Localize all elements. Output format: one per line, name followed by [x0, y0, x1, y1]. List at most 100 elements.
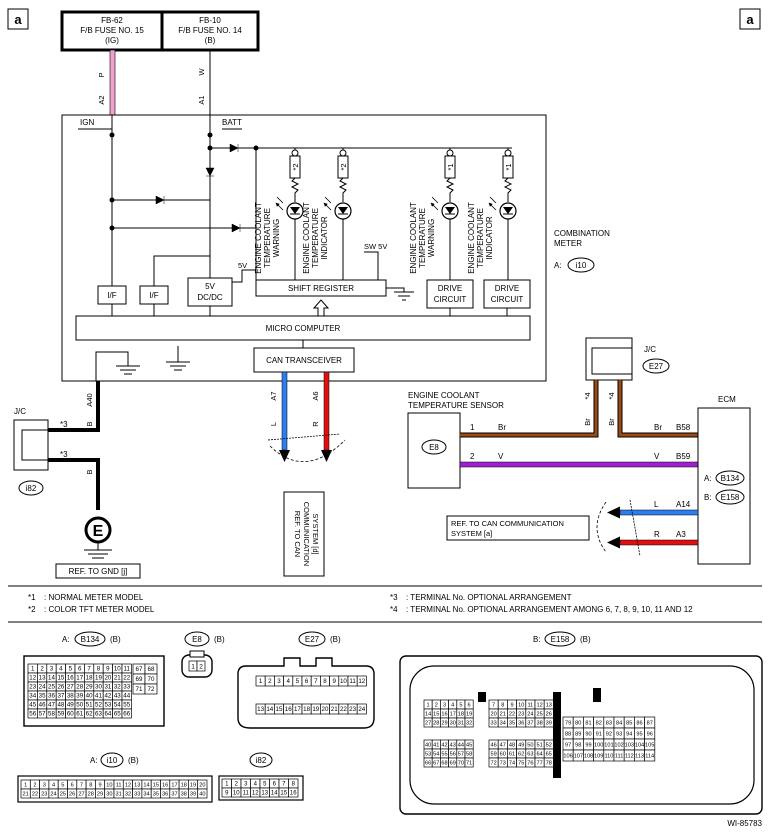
pin-label: 23: [349, 706, 356, 713]
pin-label: 21: [331, 706, 338, 713]
svg-text:SHIFT REGISTER: SHIFT REGISTER: [288, 284, 354, 293]
pin-label: 87: [647, 721, 653, 727]
pin-label: 46: [490, 743, 496, 749]
pin-label: 15: [57, 675, 64, 682]
svg-text:: COLOR TFT METER MODEL: : COLOR TFT METER MODEL: [44, 605, 155, 614]
pin-label: 22: [32, 792, 38, 798]
svg-text:F/B FUSE NO. 14: F/B FUSE NO. 14: [178, 26, 242, 35]
pin-label: 96: [647, 732, 653, 738]
pin-label: 27: [78, 792, 84, 798]
pin-label: 2: [40, 666, 44, 673]
pin-label: 67: [433, 761, 439, 767]
svg-text:*4: *4: [607, 392, 616, 399]
pin-label: 10: [233, 791, 240, 797]
svg-text:a: a: [746, 12, 754, 27]
lamp-note: *1: [504, 163, 513, 170]
svg-text:DRIVE: DRIVE: [438, 284, 462, 293]
pin-label: 97: [565, 743, 571, 749]
combination-meter: COMBINATION METER A: i10 IGN BATT: [61, 114, 610, 382]
pin-label: 54: [114, 702, 121, 709]
svg-text:*2: *2: [28, 605, 36, 614]
pin-label: 8: [292, 782, 296, 788]
pin-label: 92: [606, 732, 612, 738]
pin-label: 59: [57, 711, 64, 718]
pin-label: 6: [71, 783, 74, 789]
pin-label: 25: [536, 712, 542, 718]
pin-label: 88: [565, 732, 571, 738]
pin-label: 30: [95, 684, 102, 691]
svg-text:(B): (B): [330, 635, 341, 644]
pin-label: 13: [261, 791, 268, 797]
pin-label: 17: [76, 675, 83, 682]
meter-can-lines: A7 A6 L R: [267, 371, 346, 462]
pin-label: 83: [606, 721, 612, 727]
lamp-label: TEMPERATURE: [263, 208, 272, 268]
pin-label: 9: [332, 678, 336, 685]
svg-text:: NORMAL METER MODEL: : NORMAL METER MODEL: [44, 593, 144, 602]
pin-label: 58: [48, 711, 55, 718]
pin-label: 7: [492, 703, 495, 709]
pin-label: 5: [69, 666, 73, 673]
pin-label: 21: [114, 675, 121, 682]
pin-label: 13: [546, 703, 552, 709]
pin-label: 8: [97, 666, 101, 673]
pin-label: 43: [450, 743, 456, 749]
pin-label: 44: [123, 693, 130, 700]
pin-label: 18: [86, 675, 93, 682]
svg-text:E158: E158: [551, 635, 570, 644]
svg-text:Br: Br: [654, 423, 662, 432]
svg-text:L: L: [654, 500, 659, 509]
pin-label: 65: [114, 711, 121, 718]
ground-e: E REF. TO GND [j]: [55, 516, 141, 579]
pin-label: 12: [536, 703, 542, 709]
pin-label: 78: [546, 761, 552, 767]
pin-label: 20: [104, 675, 111, 682]
pin-label: 25: [48, 684, 55, 691]
pin-label: 39: [76, 693, 83, 700]
pin-cell: [356, 675, 367, 687]
pin-label: 33: [134, 792, 140, 798]
svg-text:V: V: [498, 452, 504, 461]
pin-label: 33: [490, 721, 496, 727]
pin-label: 30: [106, 792, 112, 798]
svg-text:A:: A:: [554, 261, 562, 270]
pin-label: 18: [181, 783, 187, 789]
svg-text:I/F: I/F: [107, 291, 116, 300]
lamp-label: TEMPERATURE: [476, 208, 485, 268]
pin-label: 100: [594, 743, 603, 749]
pin-label: 49: [518, 743, 524, 749]
svg-text:Br: Br: [607, 418, 616, 426]
pin-label: 14: [425, 712, 431, 718]
connector-title-b134: A: B134 (B): [62, 631, 121, 647]
pin-label: 107: [574, 754, 583, 760]
pin-label: 27: [67, 684, 74, 691]
svg-text:B:: B:: [533, 635, 541, 644]
pin-label: 61: [76, 711, 83, 718]
lamp-label: ENGINE COOLANT: [467, 202, 476, 274]
svg-text:SW 5V: SW 5V: [364, 242, 387, 251]
svg-text:REF. TO GND [j]: REF. TO GND [j]: [69, 567, 128, 576]
pin-label: 17: [450, 712, 456, 718]
pin-label: 4: [254, 782, 258, 788]
pin-label: 16: [290, 791, 297, 797]
svg-text:R: R: [654, 530, 660, 539]
svg-text:5V: 5V: [238, 261, 247, 270]
lamp-label: WARNING: [272, 219, 281, 257]
pin-label: 49: [67, 702, 74, 709]
drive-circuit-2: DRIVE CIRCUIT: [483, 240, 531, 316]
svg-text:A3: A3: [676, 530, 686, 539]
fuse-box-fb10: FB-10 F/B FUSE NO. 14 (B): [160, 10, 260, 52]
pin-label: 40: [425, 743, 431, 749]
pin-cell: [288, 787, 299, 798]
svg-text:COMMUNICATION: COMMUNICATION: [302, 502, 311, 566]
pin-cell: [356, 703, 367, 715]
pin-label: 66: [123, 711, 130, 718]
svg-text:A14: A14: [676, 500, 691, 509]
svg-text:a: a: [14, 12, 22, 27]
svg-text:(B): (B): [128, 756, 139, 765]
pin-label: 19: [312, 706, 319, 713]
pin-label: 43: [114, 693, 121, 700]
coolant-temp-sensor: ENGINE COOLANT TEMPERATURE SENSOR E8 1 2…: [407, 391, 506, 489]
